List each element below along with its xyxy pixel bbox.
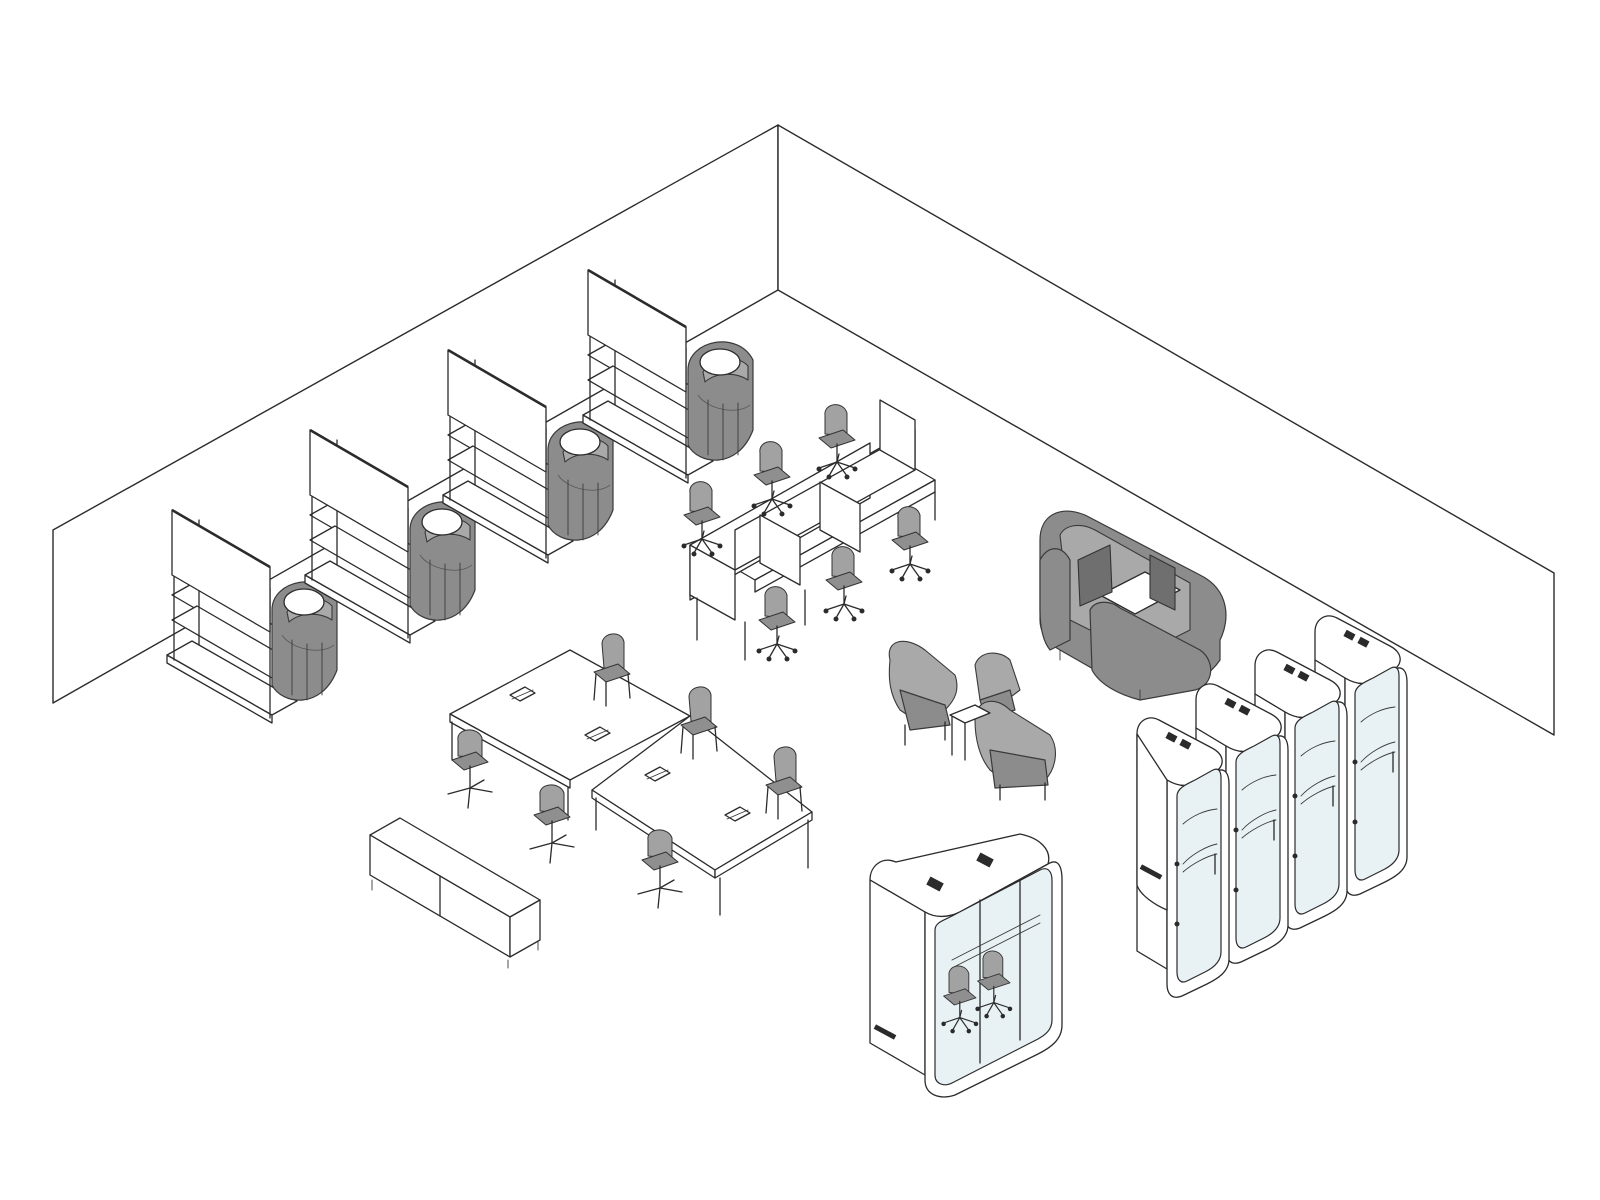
pod-vent-2	[976, 852, 994, 868]
conference-tables	[447, 633, 813, 916]
pod-logo	[873, 1024, 897, 1040]
bench-chair-6	[889, 505, 931, 582]
lounge-area	[888, 640, 1056, 801]
bench-chair-4	[756, 585, 798, 662]
benching-workstations	[681, 399, 936, 662]
phone-booth-logo	[1139, 864, 1163, 880]
lounge-side-table	[949, 704, 991, 724]
credenza	[369, 817, 541, 969]
pod-vent-1	[926, 876, 944, 892]
meeting-pod	[869, 833, 1063, 1098]
bench-chair-5	[823, 545, 865, 622]
meeting-booth	[1039, 510, 1227, 701]
right-wall	[777, 124, 1555, 736]
